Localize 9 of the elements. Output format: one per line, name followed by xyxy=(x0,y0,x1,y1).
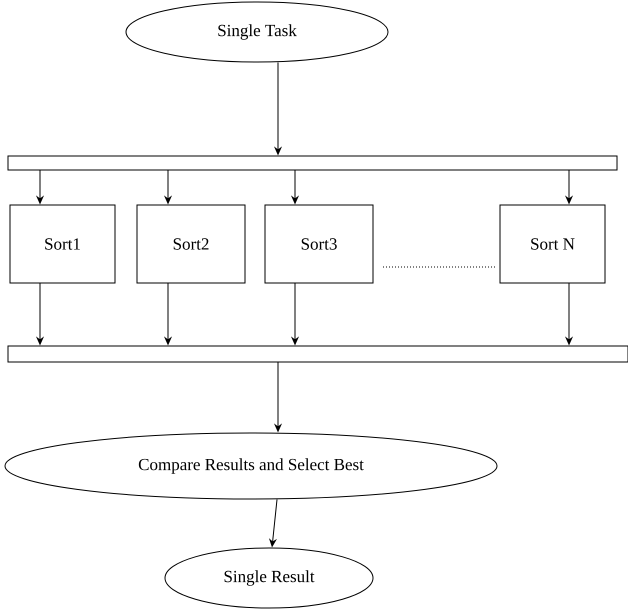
ellipse-node: Single Task xyxy=(126,2,388,62)
sync-bar xyxy=(8,346,628,362)
process-box: Sort N xyxy=(500,204,606,284)
sync-bar xyxy=(8,156,618,170)
process-box: Sort3 xyxy=(264,204,374,284)
process-box: Sort2 xyxy=(136,204,246,284)
ellipse-node: Single Result xyxy=(164,548,374,608)
ellipse-node: Compare Results and Select Best xyxy=(4,432,498,500)
process-box: Sort1 xyxy=(10,204,116,284)
